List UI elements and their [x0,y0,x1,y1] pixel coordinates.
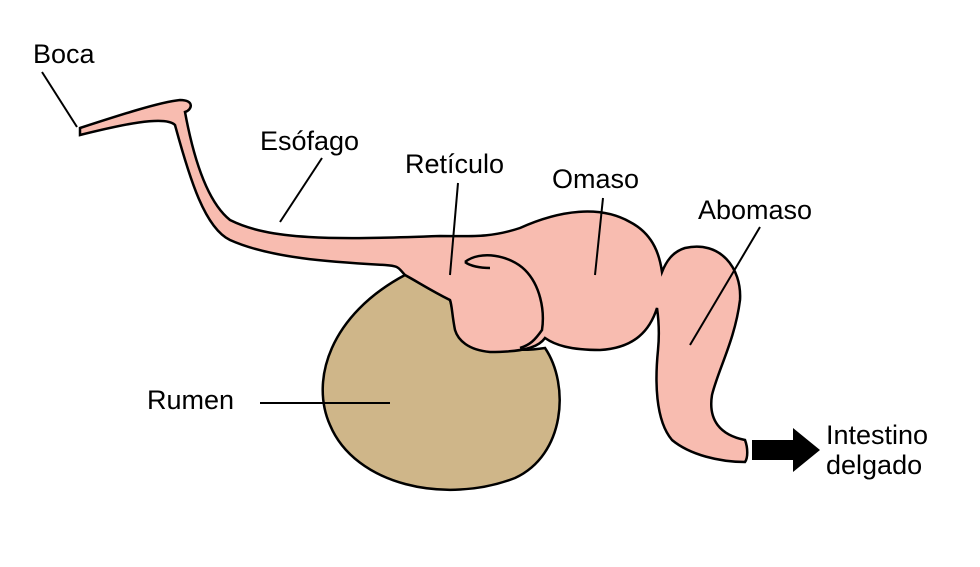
reticulum-opening [464,260,491,270]
digestive-tract-shape [78,98,749,464]
label-abomaso: Abomaso [698,195,813,225]
boca-pointer-line [41,71,78,128]
label-intestino-line2: delgado [826,450,923,480]
esofago-pointer-line [279,157,323,223]
label-reticulo: Retículo [405,149,505,179]
abomaso-pointer-line [689,226,761,346]
label-omaso: Omaso [552,164,640,194]
intestine-arrow-icon [752,428,820,472]
reticulum-omasum-fold [464,254,545,350]
label-esofago: Esófago [260,126,360,156]
label-intestino-delgado: Intestino delgado [826,420,928,480]
label-intestino-line1: Intestino [826,420,929,450]
omaso-pointer-line [594,197,604,276]
label-boca: Boca [33,39,95,69]
reticulo-pointer-line [449,182,459,276]
label-rumen: Rumen [147,385,235,415]
